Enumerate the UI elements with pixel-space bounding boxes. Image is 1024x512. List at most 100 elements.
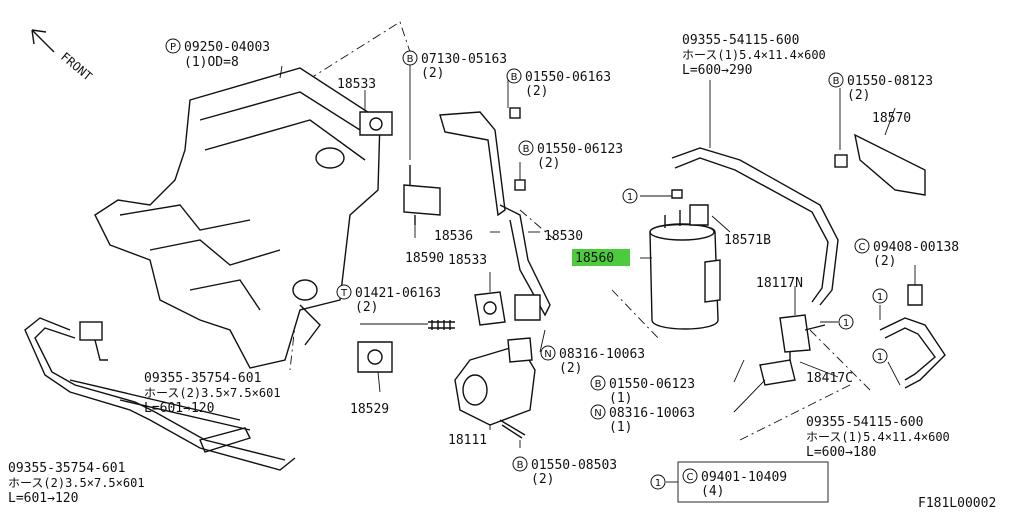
valve-18117n: [779, 314, 826, 362]
label-18571b: 18571B: [724, 233, 771, 248]
label-hose-600-code: 09355-54115-600: [682, 33, 799, 48]
label-09401-10409: 09401-10409: [701, 470, 787, 485]
qty-07130: (2): [421, 66, 444, 81]
label-09250-04003: 09250-04003: [184, 40, 270, 55]
label-08316-10063-top: 08316-10063: [559, 347, 645, 362]
callout-one-hose-lower: 1: [872, 348, 888, 364]
svg-text:T: T: [340, 288, 348, 299]
label-01550-06163: 01550-06163: [525, 70, 611, 85]
label-09408-00138: 09408-00138: [873, 240, 959, 255]
callout-one-18117n: 1: [838, 314, 854, 330]
connector-09408: [907, 284, 923, 306]
callout-one-hose-right: 1: [872, 288, 888, 304]
hose-601-segment: [199, 427, 251, 453]
svg-text:1: 1: [843, 318, 849, 329]
callout-07130-05163: B 07130-05163 (2): [402, 50, 507, 81]
label-hose-601b-code: 09355-35754-601: [8, 461, 125, 476]
canister-18560: [649, 189, 721, 330]
bracket-18536: [439, 107, 551, 317]
svg-text:B: B: [833, 76, 840, 87]
label-01421-06163: 01421-06163: [355, 286, 441, 301]
vacuum-pipe: [24, 317, 296, 471]
label-18417c: 18417C: [806, 371, 853, 386]
svg-text:C: C: [859, 242, 866, 253]
label-18533-mid: 18533: [448, 253, 487, 268]
callout-09250-04003: P 09250-04003 (1)OD=8: [165, 38, 270, 70]
highlight-18560-box: [572, 249, 630, 266]
callout-01550-08503: B 01550-08503 (2): [512, 456, 617, 487]
label-hose-600b-len: L=600→180: [806, 445, 876, 460]
egr-valve-18111: [454, 337, 536, 439]
leader-lines: [279, 60, 916, 503]
callout-01550-06123-top: B 01550-06123 (2): [518, 140, 623, 171]
bracket-18570: [834, 133, 926, 196]
callout-09401-10409: 1 C 09401-10409 (4): [650, 468, 787, 499]
svg-text:B: B: [595, 379, 602, 390]
label-01550-08123: 01550-08123: [847, 74, 933, 89]
svg-text:B: B: [511, 72, 518, 83]
gasket-18529: [357, 341, 393, 373]
qty-01550-06123-bottom: (1): [609, 391, 632, 406]
label-18530: 18530: [544, 229, 583, 244]
label-18536: 18536: [434, 229, 473, 244]
callout-one-canister: 1: [622, 188, 638, 204]
label-hose-601b-len: L=601→120: [8, 491, 78, 506]
qty-01550-06123-top: (2): [537, 156, 560, 171]
qty-09408: (2): [873, 254, 896, 269]
label-01550-06123-top: 01550-06123: [537, 142, 623, 157]
bracket-18417c: [759, 359, 796, 386]
qty-08316-bottom: (1): [609, 420, 632, 435]
qty-01550-06163: (2): [525, 84, 548, 99]
svg-text:1: 1: [627, 192, 633, 203]
qty-01550-08503: (2): [531, 472, 554, 487]
label-18560-highlighted[interactable]: 18560: [575, 251, 614, 266]
label-18117n: 18117N: [756, 276, 803, 291]
label-hose-600-len: L=600→290: [682, 63, 752, 78]
svg-text:B: B: [517, 460, 524, 471]
label-18533-top: 18533: [337, 77, 376, 92]
svg-text:1: 1: [877, 352, 883, 363]
hose-600-lower: [879, 317, 946, 389]
label-hose-600b-code: 09355-54115-600: [806, 415, 923, 430]
callout-09408-00138: C 09408-00138 (2): [854, 238, 959, 269]
stud-bolt-01421: [428, 320, 455, 330]
front-label: FRONT: [58, 50, 95, 84]
label-18570: 18570: [872, 111, 911, 126]
label-18590: 18590: [405, 251, 444, 266]
label-hose-600-spec: ホース(1)5.4×11.4×600: [682, 48, 826, 62]
svg-text:B: B: [407, 54, 414, 65]
label-18111: 18111: [448, 433, 487, 448]
hose-600-upper: [671, 147, 839, 306]
label-hose-601b-spec: ホース(2)3.5×7.5×601: [8, 476, 145, 490]
callout-08316-10063-top: N 08316-10063 (2): [540, 345, 645, 376]
svg-text:C: C: [687, 472, 694, 483]
label-09250-sub: (1)OD=8: [184, 55, 239, 70]
callout-08316-10063-bottom: N 08316-10063 (1): [590, 404, 695, 435]
label-18529: 18529: [350, 402, 389, 417]
solenoid-18590: [403, 165, 441, 225]
label-08316-10063-bottom: 08316-10063: [609, 406, 695, 421]
callout-01550-06123-bottom: B 01550-06123 (1): [590, 375, 695, 406]
label-hose-600b-spec: ホース(1)5.4×11.4×600: [806, 430, 950, 444]
qty-09401: (4): [701, 484, 724, 499]
intake-manifold: [94, 67, 381, 369]
qty-01550-08123: (2): [847, 88, 870, 103]
qty-01421: (2): [355, 300, 378, 315]
svg-text:N: N: [544, 349, 551, 360]
callout-01550-08123: B 01550-08123 (2): [828, 72, 933, 103]
svg-text:1: 1: [877, 292, 883, 303]
callout-01550-06163: B 01550-06163 (2): [506, 68, 611, 99]
gasket-18533-mid: [474, 291, 541, 326]
label-hose-601-code: 09355-35754-601: [144, 371, 261, 386]
label-07130-05163: 07130-05163: [421, 52, 507, 67]
front-arrow-icon: FRONT: [31, 29, 95, 84]
svg-text:N: N: [594, 408, 601, 419]
svg-text:P: P: [170, 42, 176, 53]
gasket-18533-top: [359, 111, 393, 136]
label-01550-06123-bottom: 01550-06123: [609, 377, 695, 392]
label-hose-601-spec: ホース(2)3.5×7.5×601: [144, 386, 281, 400]
label-01550-08503: 01550-08503: [531, 458, 617, 473]
callout-01421-06163: T 01421-06163 (2): [336, 284, 441, 315]
label-hose-601-len: L=601→120: [144, 401, 214, 416]
